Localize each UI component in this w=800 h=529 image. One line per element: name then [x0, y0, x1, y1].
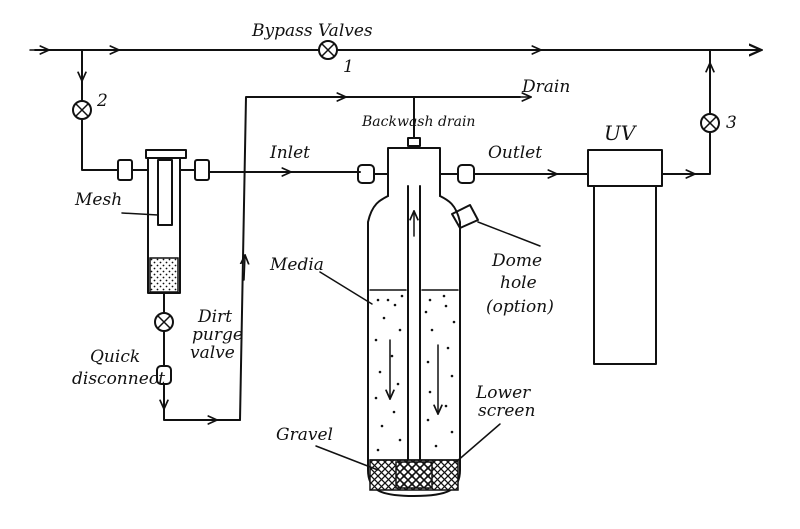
dome-hole-label-1: Dome [491, 251, 542, 271]
lower-screen-label-1: Lower [475, 383, 531, 403]
valve-1-label: 1 [343, 57, 354, 77]
bypass-valves-label: Bypass Valves [251, 21, 373, 41]
valve-2-icon [72, 100, 92, 120]
media-leader [319, 271, 373, 305]
mesh-prefilter [117, 149, 210, 313]
media-label: Media [269, 255, 324, 275]
lower-screen-label-2: screen [478, 401, 535, 421]
lower-screen-leader [455, 423, 501, 463]
drain-label: Drain [521, 77, 570, 97]
quick-disconnect-label-1: Quick [90, 347, 140, 367]
dome-hole-leader [477, 221, 541, 247]
dome-hole-label-3: (option) [486, 297, 554, 317]
inlet-label: Inlet [269, 143, 310, 163]
valve-2-label: 2 [96, 91, 108, 111]
mesh-leader [121, 212, 159, 216]
dirt-purge-label-2: purge [192, 325, 243, 345]
quick-disconnect-label-2: disconnect [72, 369, 165, 389]
media-tank [357, 147, 479, 497]
outlet-label: Outlet [488, 143, 542, 163]
dirt-purge-label-3: valve [190, 343, 235, 363]
valve-3-label: 3 [726, 113, 737, 133]
mesh-label: Mesh [74, 190, 122, 210]
backwash-drain [407, 96, 421, 147]
dirt-purge-valve-icon [154, 312, 174, 332]
bypass-valve-1-icon [318, 40, 338, 60]
uv-unit [587, 131, 711, 365]
dirt-purge-label-1: Dirt [197, 307, 232, 327]
uv-label: UV [604, 121, 638, 145]
gravel-label: Gravel [276, 425, 333, 445]
valve-3-icon [700, 113, 720, 133]
dome-hole-label-2: hole [500, 273, 537, 293]
media-speckles [374, 294, 456, 452]
riser-line [239, 97, 530, 421]
quick-disconnect-icon [156, 330, 241, 420]
gravel-leader [315, 445, 379, 471]
backwash-drain-label: Backwash drain [361, 114, 475, 130]
valve-2-branch [82, 49, 119, 171]
